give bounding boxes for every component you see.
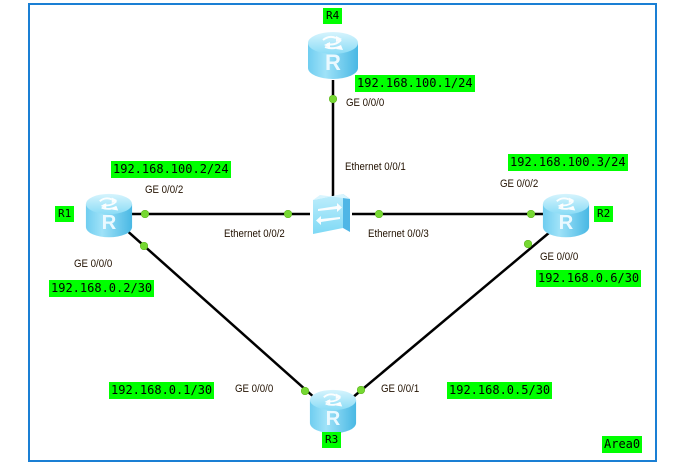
endpoint-dot-r1-east[interactable]	[141, 210, 149, 218]
area-label: Area0	[602, 436, 643, 453]
iface-label-r4-ge000: GE 0/0/0	[346, 97, 385, 109]
iface-label-r2-ge000: GE 0/0/0	[540, 251, 579, 263]
svg-text:R: R	[559, 212, 574, 234]
ip-label-r3-ge001: 192.168.0.5/30	[447, 382, 553, 399]
router-label-R2: R2	[594, 206, 614, 222]
router-R1[interactable]: R	[81, 192, 137, 240]
router-label-R4: R4	[323, 8, 343, 24]
switch-LSW1[interactable]	[307, 190, 355, 238]
svg-text:R: R	[102, 212, 117, 234]
endpoint-dot-r4[interactable]	[329, 95, 337, 103]
iface-label-r3-ge000: GE 0/0/0	[235, 383, 274, 395]
endpoint-dot-r3-east[interactable]	[357, 386, 365, 394]
router-R4[interactable]: R	[303, 30, 363, 82]
iface-label-switch-eth001: Ethernet 0/0/1	[345, 161, 406, 173]
svg-text:R: R	[325, 50, 341, 75]
iface-label-r3-ge001: GE 0/0/1	[381, 383, 420, 395]
ip-label-r4-ge000: 192.168.100.1/24	[355, 75, 475, 92]
router-label-R3: R3	[322, 432, 342, 448]
area-border	[28, 3, 657, 462]
endpoint-dot-r2-south[interactable]	[524, 240, 532, 248]
ip-label-r2-ge002: 192.168.100.3/24	[508, 154, 628, 171]
iface-label-switch-eth003: Ethernet 0/0/3	[368, 228, 429, 240]
ip-label-r2-ge000: 192.168.0.6/30	[536, 270, 642, 287]
iface-label-r2-ge002: GE 0/0/2	[500, 178, 539, 190]
ip-label-r1-ge000: 192.168.0.2/30	[49, 280, 155, 297]
endpoint-dot-r2-west[interactable]	[527, 210, 535, 218]
router-R2[interactable]: R	[538, 192, 594, 240]
link-r2-r3[interactable]	[351, 231, 551, 399]
svg-text:R: R	[326, 408, 341, 430]
link-r1-r3[interactable]	[123, 227, 317, 400]
iface-label-r1-ge000: GE 0/0/0	[74, 258, 113, 270]
ip-label-r1-ge002: 192.168.100.2/24	[111, 161, 231, 178]
iface-label-r1-ge002: GE 0/0/2	[145, 184, 184, 196]
router-label-R1: R1	[55, 206, 75, 222]
endpoint-dot-switch-east[interactable]	[375, 210, 383, 218]
endpoint-dot-r3-west[interactable]	[301, 387, 309, 395]
router-R3[interactable]: R	[305, 388, 361, 436]
iface-label-switch-eth002: Ethernet 0/0/2	[224, 228, 285, 240]
endpoint-dot-switch-west[interactable]	[284, 210, 292, 218]
endpoint-dot-r1-south[interactable]	[140, 242, 148, 250]
ip-label-r3-ge000: 192.168.0.1/30	[109, 382, 215, 399]
